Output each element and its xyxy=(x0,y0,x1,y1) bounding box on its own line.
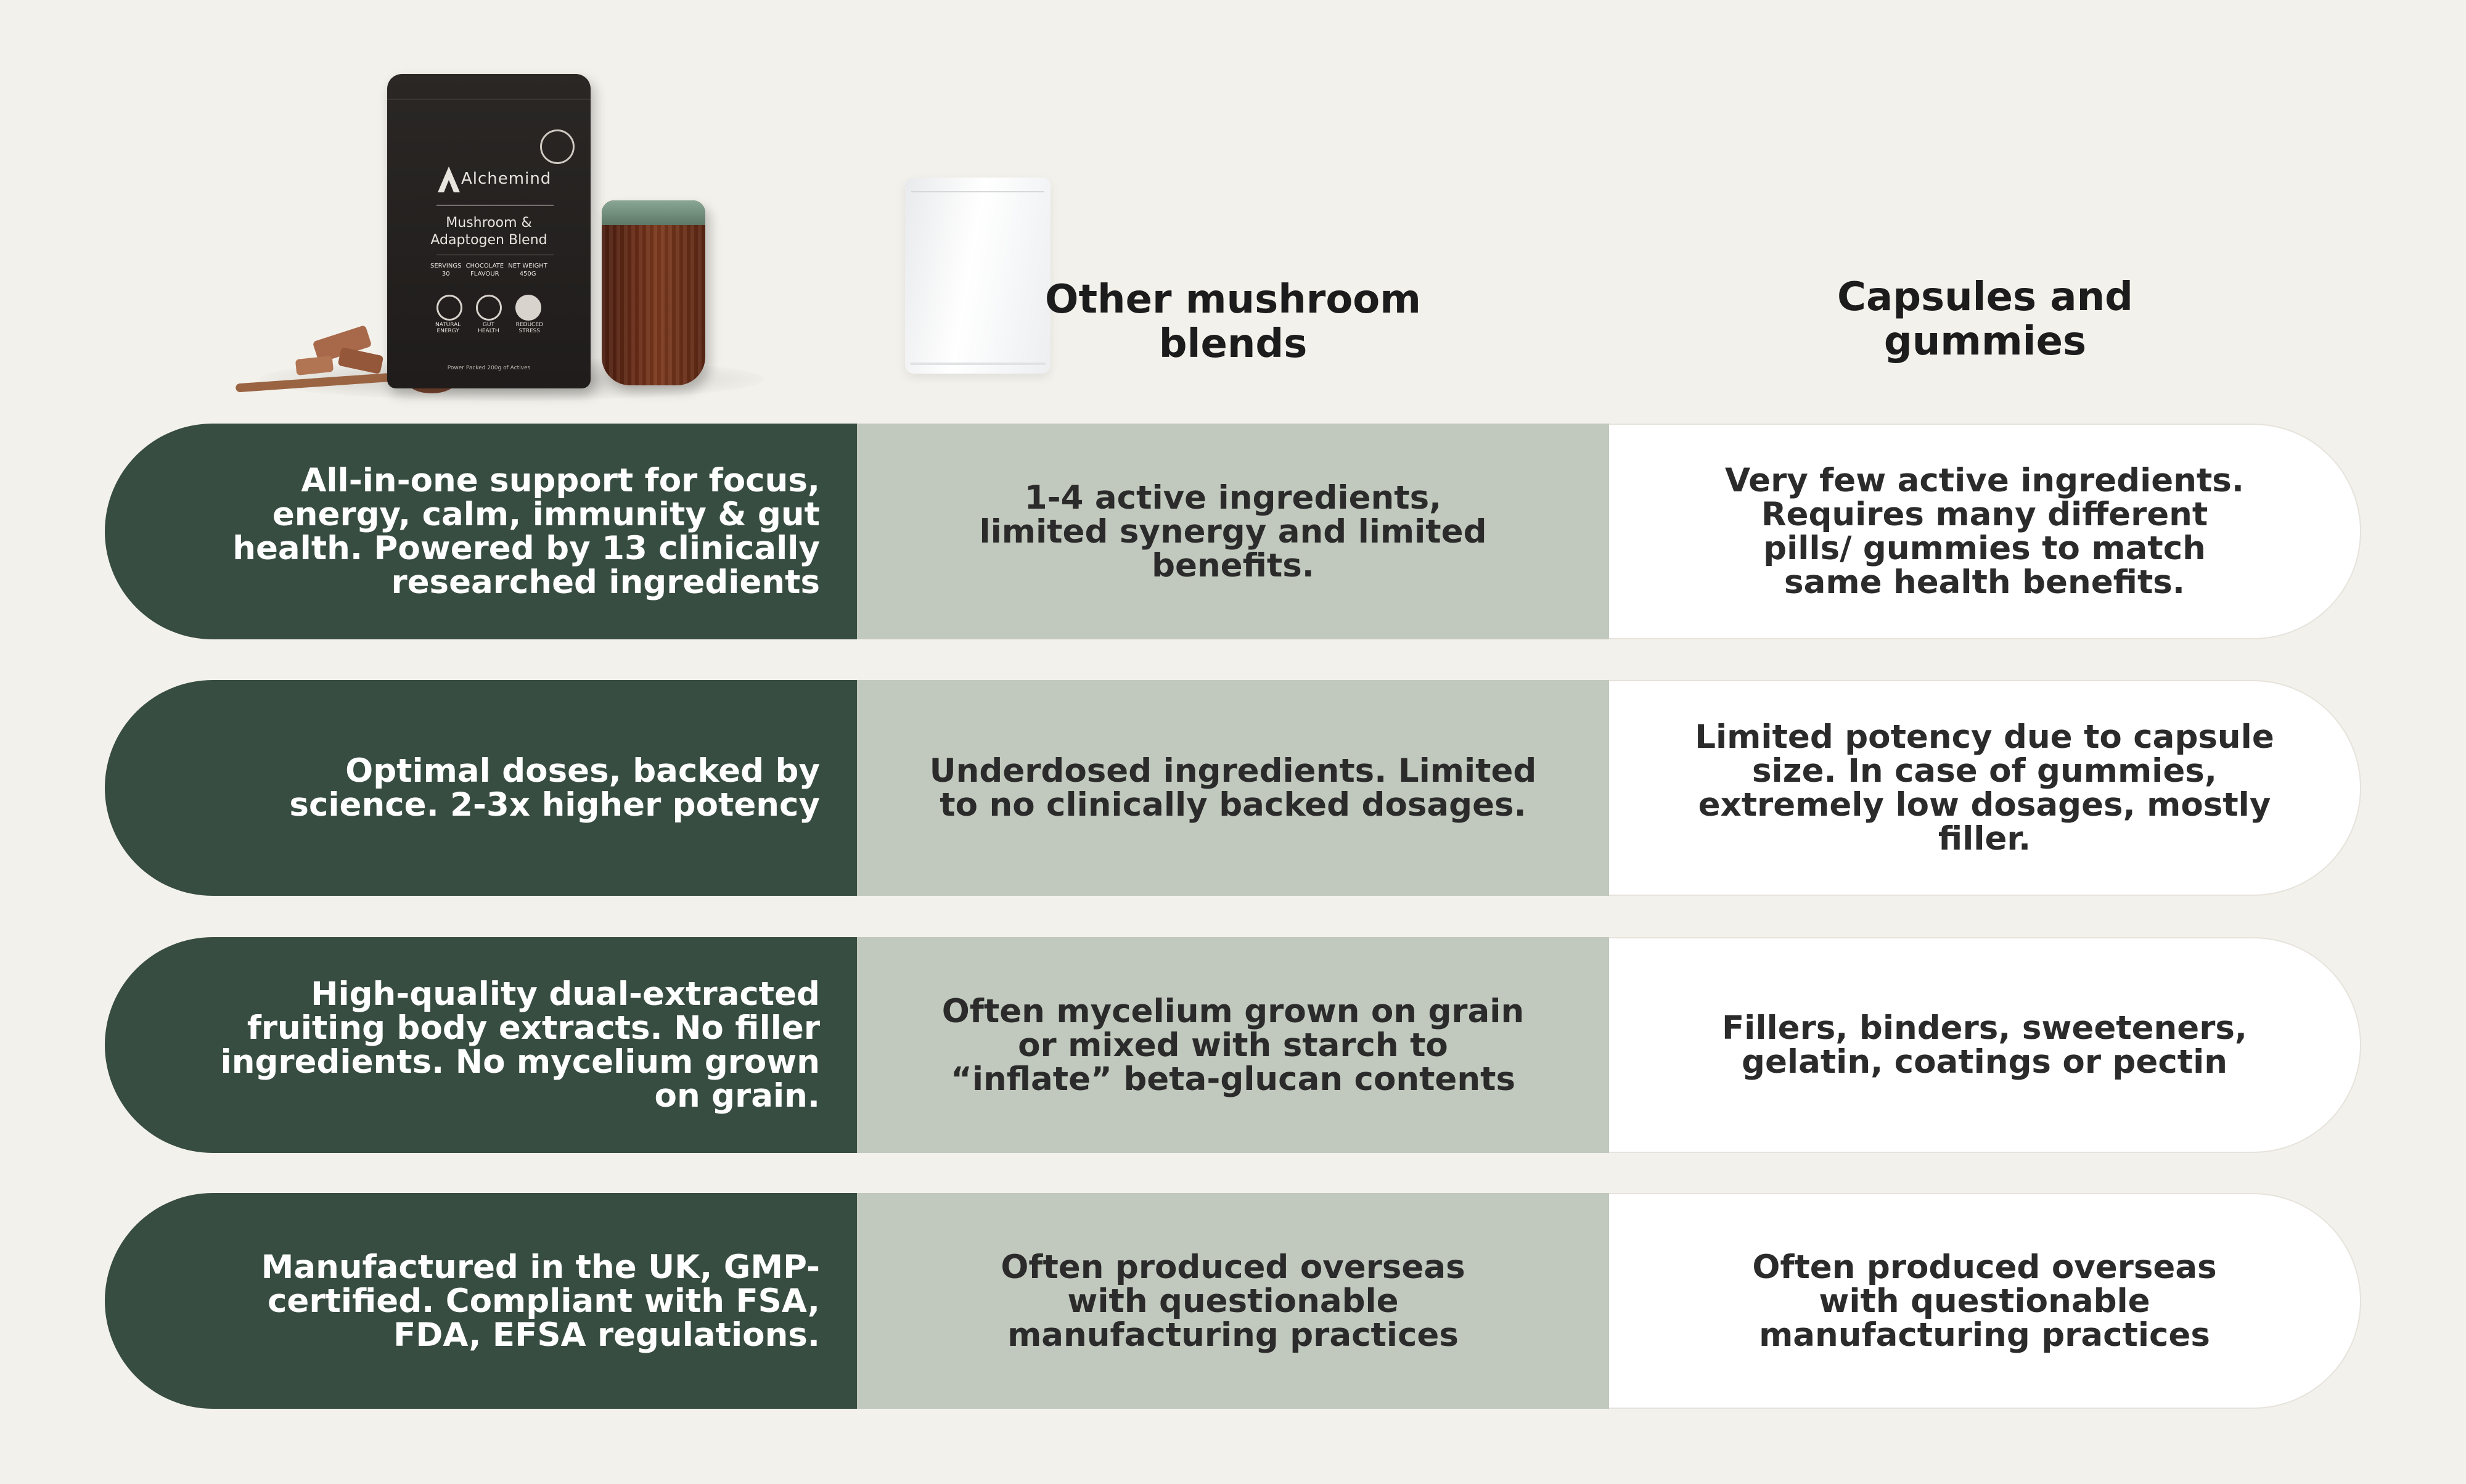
pouch-benefit-icons xyxy=(436,295,541,321)
reduced-stress-icon xyxy=(515,295,541,321)
other-blends-cell: Often produced overseas with questionabl… xyxy=(857,1193,1609,1409)
alchemind-cell-text: Manufactured in the UK, GMP-certified. C… xyxy=(261,1248,820,1354)
comparison-row: High-quality dual-extracted fruiting bod… xyxy=(105,937,2361,1153)
alchemind-pouch: Alchemind Mushroom & Adaptogen Blend SER… xyxy=(387,74,591,388)
pouch-info-cells: SERVINGS 30 CHOCOLATE FLAVOUR NET WEIGHT… xyxy=(430,262,547,278)
alchemind-cell-text: All-in-one support for focus, energy, ca… xyxy=(232,462,820,601)
energy-icon xyxy=(436,295,462,321)
alchemind-cell-text: Optimal doses, backed by science. 2-3x h… xyxy=(289,752,820,824)
capsules-cell-text: Limited potency due to capsule size. In … xyxy=(1695,718,2274,858)
alchemind-cell: Manufactured in the UK, GMP-certified. C… xyxy=(105,1193,857,1409)
pouch-icon-labels: NATURAL ENERGY GUT HEALTH REDUCED STRESS xyxy=(424,322,554,334)
comparison-row: Optimal doses, backed by science. 2-3x h… xyxy=(105,680,2361,896)
chocolate-drink-glass xyxy=(602,200,705,385)
alchemind-cell: All-in-one support for focus, energy, ca… xyxy=(105,424,857,639)
other-blends-cell-text: 1-4 active ingredients, limited synergy … xyxy=(979,478,1487,584)
pouch-divider xyxy=(436,205,554,206)
alchemind-cell: Optimal doses, backed by science. 2-3x h… xyxy=(105,680,857,896)
hero-product-image: Alchemind Mushroom & Adaptogen Blend SER… xyxy=(222,62,777,419)
capsules-cell-text: Fillers, binders, sweeteners, gelatin, c… xyxy=(1721,1009,2248,1081)
capsules-cell-text: Often produced overseas with questionabl… xyxy=(1752,1248,2217,1354)
pouch-product-name: Mushroom & Adaptogen Blend xyxy=(430,215,547,248)
comparison-row: Manufactured in the UK, GMP-certified. C… xyxy=(105,1193,2361,1409)
pouch-icon-label: REDUCED STRESS xyxy=(515,322,543,334)
other-blends-cell: 1-4 active ingredients, limited synergy … xyxy=(857,424,1609,639)
pouch-icon-label: NATURAL ENERGY xyxy=(435,322,461,334)
capsules-cell: Fillers, binders, sweeteners, gelatin, c… xyxy=(1609,937,2361,1153)
capsules-cell: Limited potency due to capsule size. In … xyxy=(1609,680,2361,896)
column-title-other-blends: Other mushroom blends xyxy=(1045,277,1421,367)
pouch-info-cell: SERVINGS 30 xyxy=(430,263,462,277)
comparison-row: All-in-one support for focus, energy, ca… xyxy=(105,424,2361,639)
alchemind-cell: High-quality dual-extracted fruiting bod… xyxy=(105,937,857,1153)
other-blends-cell: Underdosed ingredients. Limited to no cl… xyxy=(857,680,1609,896)
capsules-cell-text: Very few active ingredients. Requires ma… xyxy=(1725,462,2244,601)
capsules-cell: Often produced overseas with questionabl… xyxy=(1609,1193,2361,1409)
pouch-brand: Alchemind xyxy=(461,170,552,188)
pouch-info-cell: NET WEIGHT 450G xyxy=(508,263,547,277)
glass-ribs xyxy=(602,225,705,385)
column-title-capsules-gummies: Capsules and gummies xyxy=(1837,274,2133,364)
other-blends-cell: Often mycelium grown on grain or mixed w… xyxy=(857,937,1609,1153)
badge-icon xyxy=(540,129,575,164)
alchemind-cell-text: High-quality dual-extracted fruiting bod… xyxy=(220,975,820,1115)
alchemind-logo-icon xyxy=(438,166,460,192)
drink-foam xyxy=(602,200,705,225)
other-blends-cell-text: Often mycelium grown on grain or mixed w… xyxy=(941,992,1525,1098)
gut-health-icon xyxy=(476,295,502,321)
pouch-info-cell: CHOCOLATE FLAVOUR xyxy=(465,263,504,277)
generic-blank-pouch xyxy=(905,178,1051,374)
blank-pouch-gusset xyxy=(910,363,1046,365)
other-blends-cell-text: Underdosed ingredients. Limited to no cl… xyxy=(929,752,1537,824)
pouch-seal xyxy=(387,74,591,100)
capsules-cell: Very few active ingredients. Requires ma… xyxy=(1609,424,2361,639)
blank-pouch-seal xyxy=(911,191,1044,192)
pouch-footer: Power Packed 200g of Actives xyxy=(447,365,531,371)
pouch-icon-label: GUT HEALTH xyxy=(478,322,499,334)
other-blends-cell-text: Often produced overseas with questionabl… xyxy=(1001,1248,1465,1354)
